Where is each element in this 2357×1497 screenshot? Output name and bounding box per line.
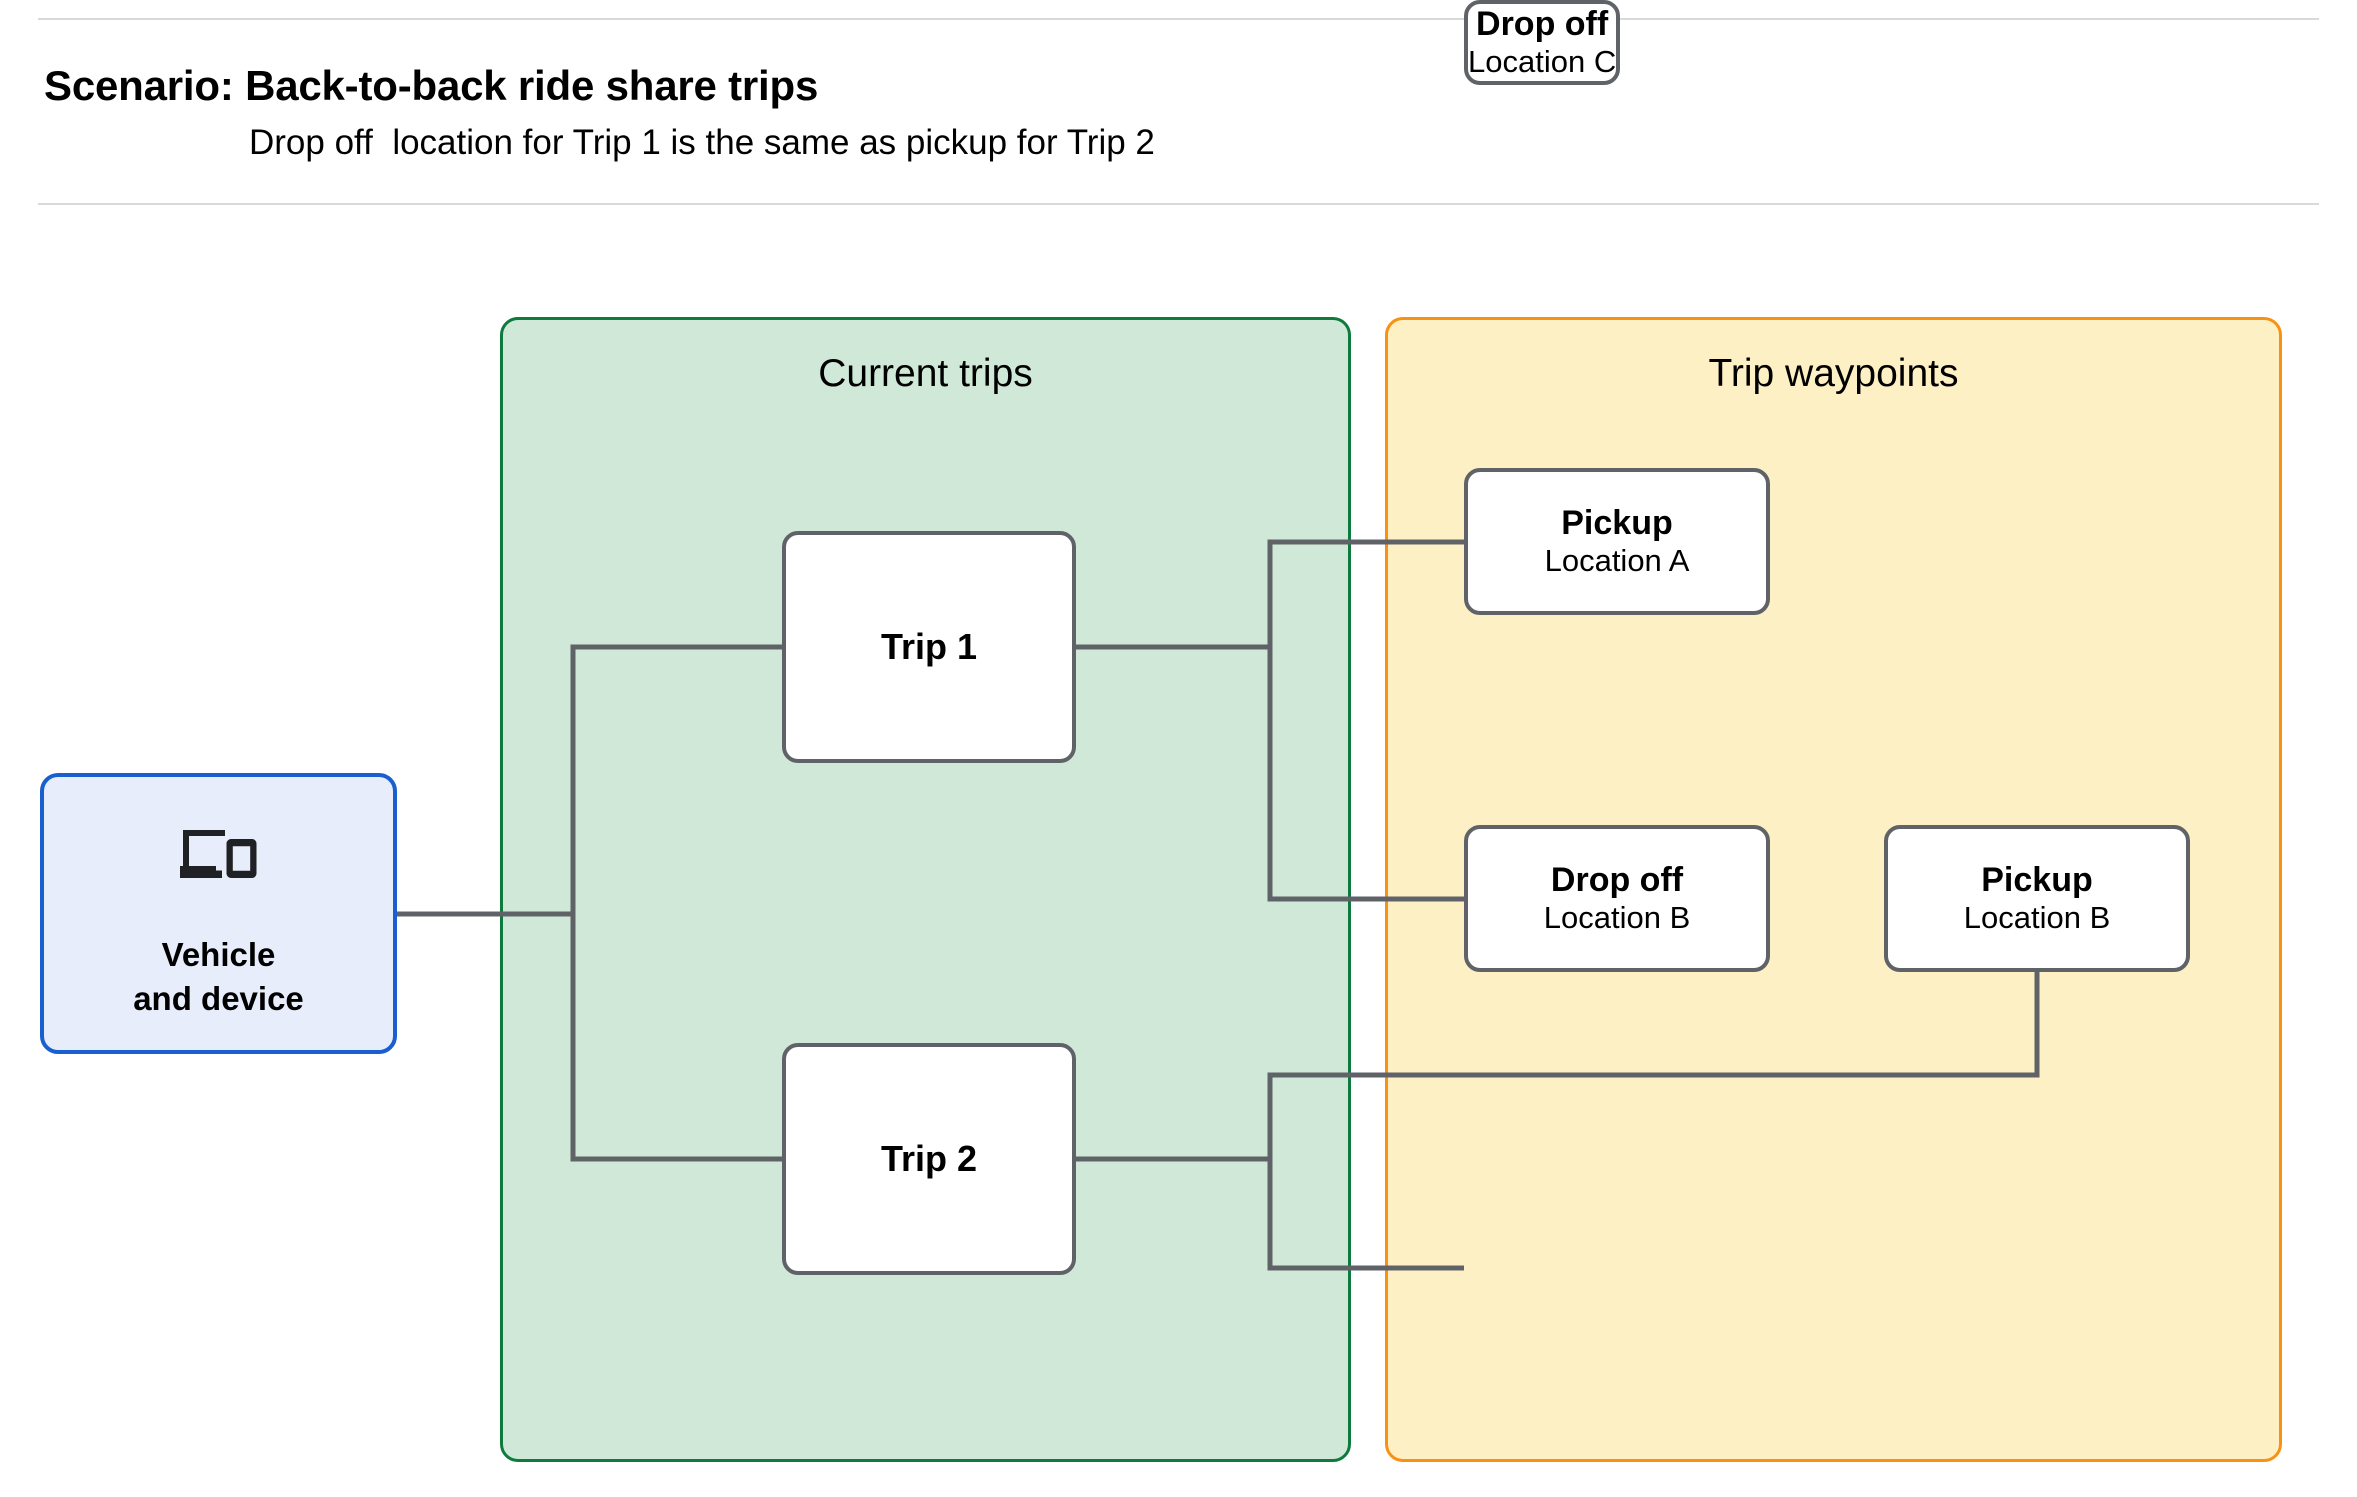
panel-current-trips: Current trips: [500, 317, 1351, 1462]
node-vehicle-and-device[interactable]: Vehicle and device: [40, 773, 397, 1054]
panel-trip-waypoints-title: Trip waypoints: [1708, 352, 1959, 395]
node-trip-1[interactable]: Trip 1: [782, 531, 1076, 763]
node-pickup-a-subtitle: Location A: [1544, 543, 1690, 579]
node-pickup-a-title: Pickup: [1561, 504, 1673, 543]
node-dropoff-location-b[interactable]: Drop off Location B: [1464, 825, 1770, 972]
node-trip-1-label: Trip 1: [880, 626, 978, 667]
node-dropoff-b-title: Drop off: [1550, 861, 1684, 900]
page-title: Scenario: Back-to-back ride share trips: [44, 62, 819, 109]
node-pickup-b-subtitle: Location B: [1963, 900, 2111, 936]
header-divider-top: [38, 18, 2319, 20]
devices-icon: [179, 830, 256, 878]
node-pickup-location-b[interactable]: Pickup Location B: [1884, 825, 2190, 972]
node-trip-2[interactable]: Trip 2: [782, 1043, 1076, 1275]
node-dropoff-c-title: Drop off: [1476, 5, 1609, 43]
panel-current-trips-title: Current trips: [818, 352, 1033, 395]
vehicle-label-line2: and device: [133, 979, 304, 1017]
header-divider-bottom: [38, 203, 2319, 205]
node-pickup-b-title: Pickup: [1981, 861, 2093, 900]
node-dropoff-location-c[interactable]: Drop off Location C: [1464, 0, 1621, 85]
node-pickup-location-a[interactable]: Pickup Location A: [1464, 468, 1770, 615]
vehicle-label-line1: Vehicle: [161, 936, 276, 973]
page-subtitle: Drop off location for Trip 1 is the same…: [249, 123, 1155, 162]
node-trip-2-label: Trip 2: [880, 1138, 978, 1179]
node-dropoff-b-subtitle: Location B: [1543, 900, 1691, 936]
node-dropoff-c-subtitle: Location C: [1468, 44, 1617, 80]
